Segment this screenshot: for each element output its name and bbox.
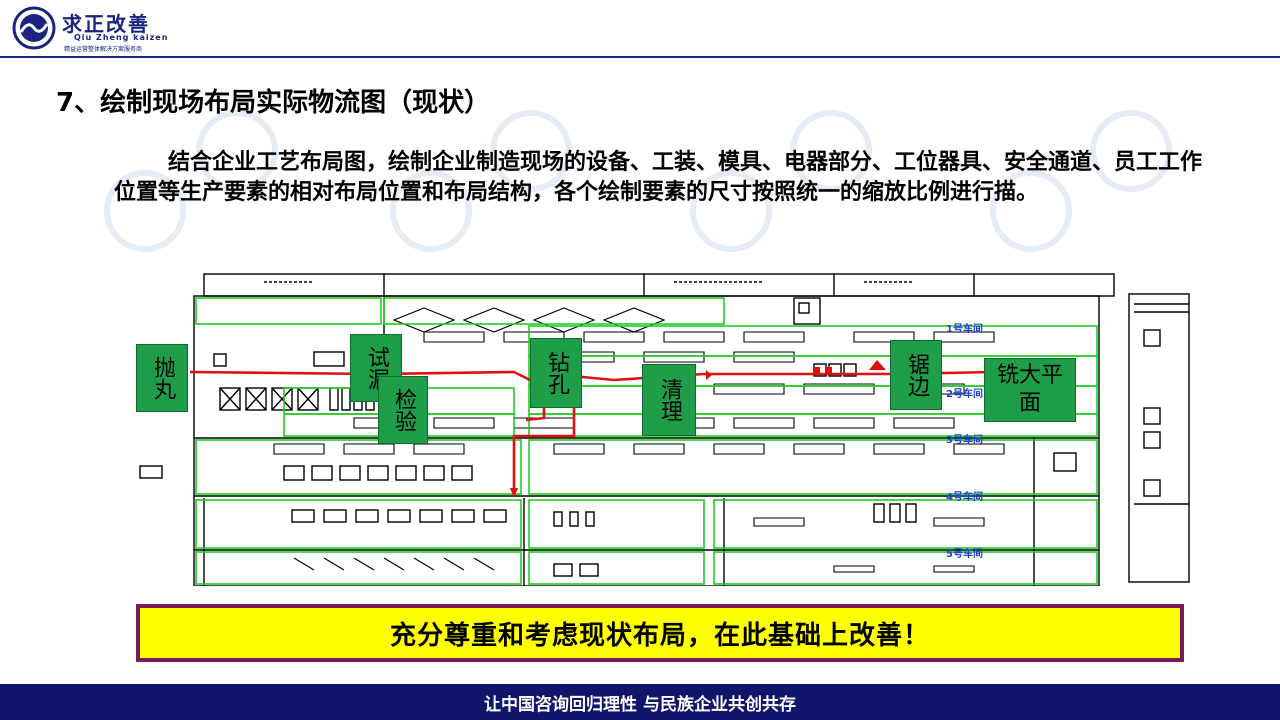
logo-emblem-icon (12, 6, 56, 50)
zone-label-3: 3号车间 (946, 435, 983, 446)
watermark (390, 170, 472, 252)
watermark (690, 170, 772, 252)
conclusion-banner: 充分尊重和考虑现状布局，在此基础上改善！ (136, 604, 1184, 662)
step-edge-sawing: 锯边 (890, 340, 942, 410)
watermark (104, 170, 186, 252)
step-inspection: 检验 (378, 376, 428, 444)
footer-slogan: 让中国咨询回归理性 与民族企业共创共存 (0, 684, 1280, 720)
step-drilling: 钻孔 (530, 338, 582, 408)
step-shot-blasting: 抛丸 (136, 344, 188, 412)
watermark (990, 170, 1072, 252)
logo-tagline: 精益运营整体解决方案服务商 (64, 46, 143, 53)
watermark (490, 110, 572, 192)
floor-plan-drawing (139, 273, 1190, 587)
logo-name: 求正改善 (62, 12, 150, 36)
zone-label-1: 1号车间 (946, 324, 983, 335)
step-face-milling: 铣大平面 (984, 358, 1076, 422)
zone-label-4: 4号车间 (946, 492, 983, 503)
logo-english: Qiu Zheng kaizen (74, 33, 169, 42)
page-title: 7、绘制现场布局实际物流图（现状） (56, 88, 491, 118)
zone-label-5: 5号车间 (946, 549, 983, 560)
step-leak-test: 试漏 (350, 334, 402, 402)
watermark (1090, 110, 1172, 192)
watermark (196, 110, 278, 192)
floor-plan: 1号车间 2号车间 3号车间 4号车间 5号车间 抛丸 试漏 检验 钻孔 清理 … (134, 268, 1196, 587)
step-cleaning: 清理 (642, 364, 696, 436)
zone-label-2: 2号车间 (946, 389, 983, 400)
watermark (790, 110, 872, 192)
intro-paragraph: 结合企业工艺布局图，绘制企业制造现场的设备、工装、模具、电器部分、工位器具、安全… (114, 150, 1203, 205)
header-divider (0, 56, 1280, 58)
company-logo: 求正改善 Qiu Zheng kaizen 精益运营整体解决方案服务商 (12, 6, 172, 53)
